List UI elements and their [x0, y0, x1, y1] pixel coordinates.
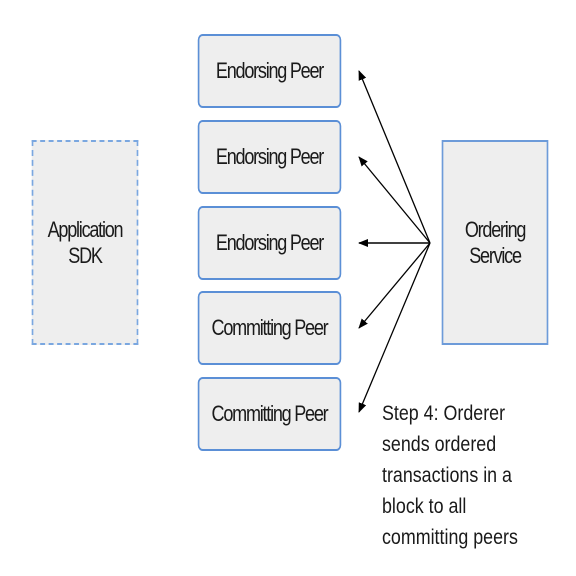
- arrow-to-committing-peer-2: [358, 242, 431, 413]
- peer-label: Committing Peer: [211, 401, 329, 426]
- arrow-to-committing-peer-1: [358, 242, 431, 329]
- step-4-note: Step 4: Orderer sends ordered transactio…: [382, 402, 518, 549]
- peer-label: Endorsing Peer: [215, 58, 324, 83]
- peer-label: Endorsing Peer: [215, 230, 324, 255]
- committing-peer-box-2: Committing Peer: [197, 377, 342, 451]
- endorsing-peer-box-2: Endorsing Peer: [197, 120, 342, 194]
- application-sdk-box: Application SDK: [31, 140, 139, 345]
- peer-label: Endorsing Peer: [215, 144, 324, 169]
- arrow-to-endorsing-peer-1: [358, 70, 431, 244]
- endorsing-peer-box-1: Endorsing Peer: [197, 34, 342, 108]
- peer-label: Committing Peer: [211, 315, 329, 340]
- ordering-service-label: Ordering Service: [464, 216, 527, 268]
- endorsing-peer-box-3: Endorsing Peer: [197, 206, 342, 280]
- application-sdk-label: Application SDK: [47, 216, 124, 268]
- committing-peer-box-1: Committing Peer: [197, 291, 342, 365]
- ordering-service-box: Ordering Service: [441, 140, 549, 345]
- arrow-to-endorsing-peer-2: [358, 156, 431, 244]
